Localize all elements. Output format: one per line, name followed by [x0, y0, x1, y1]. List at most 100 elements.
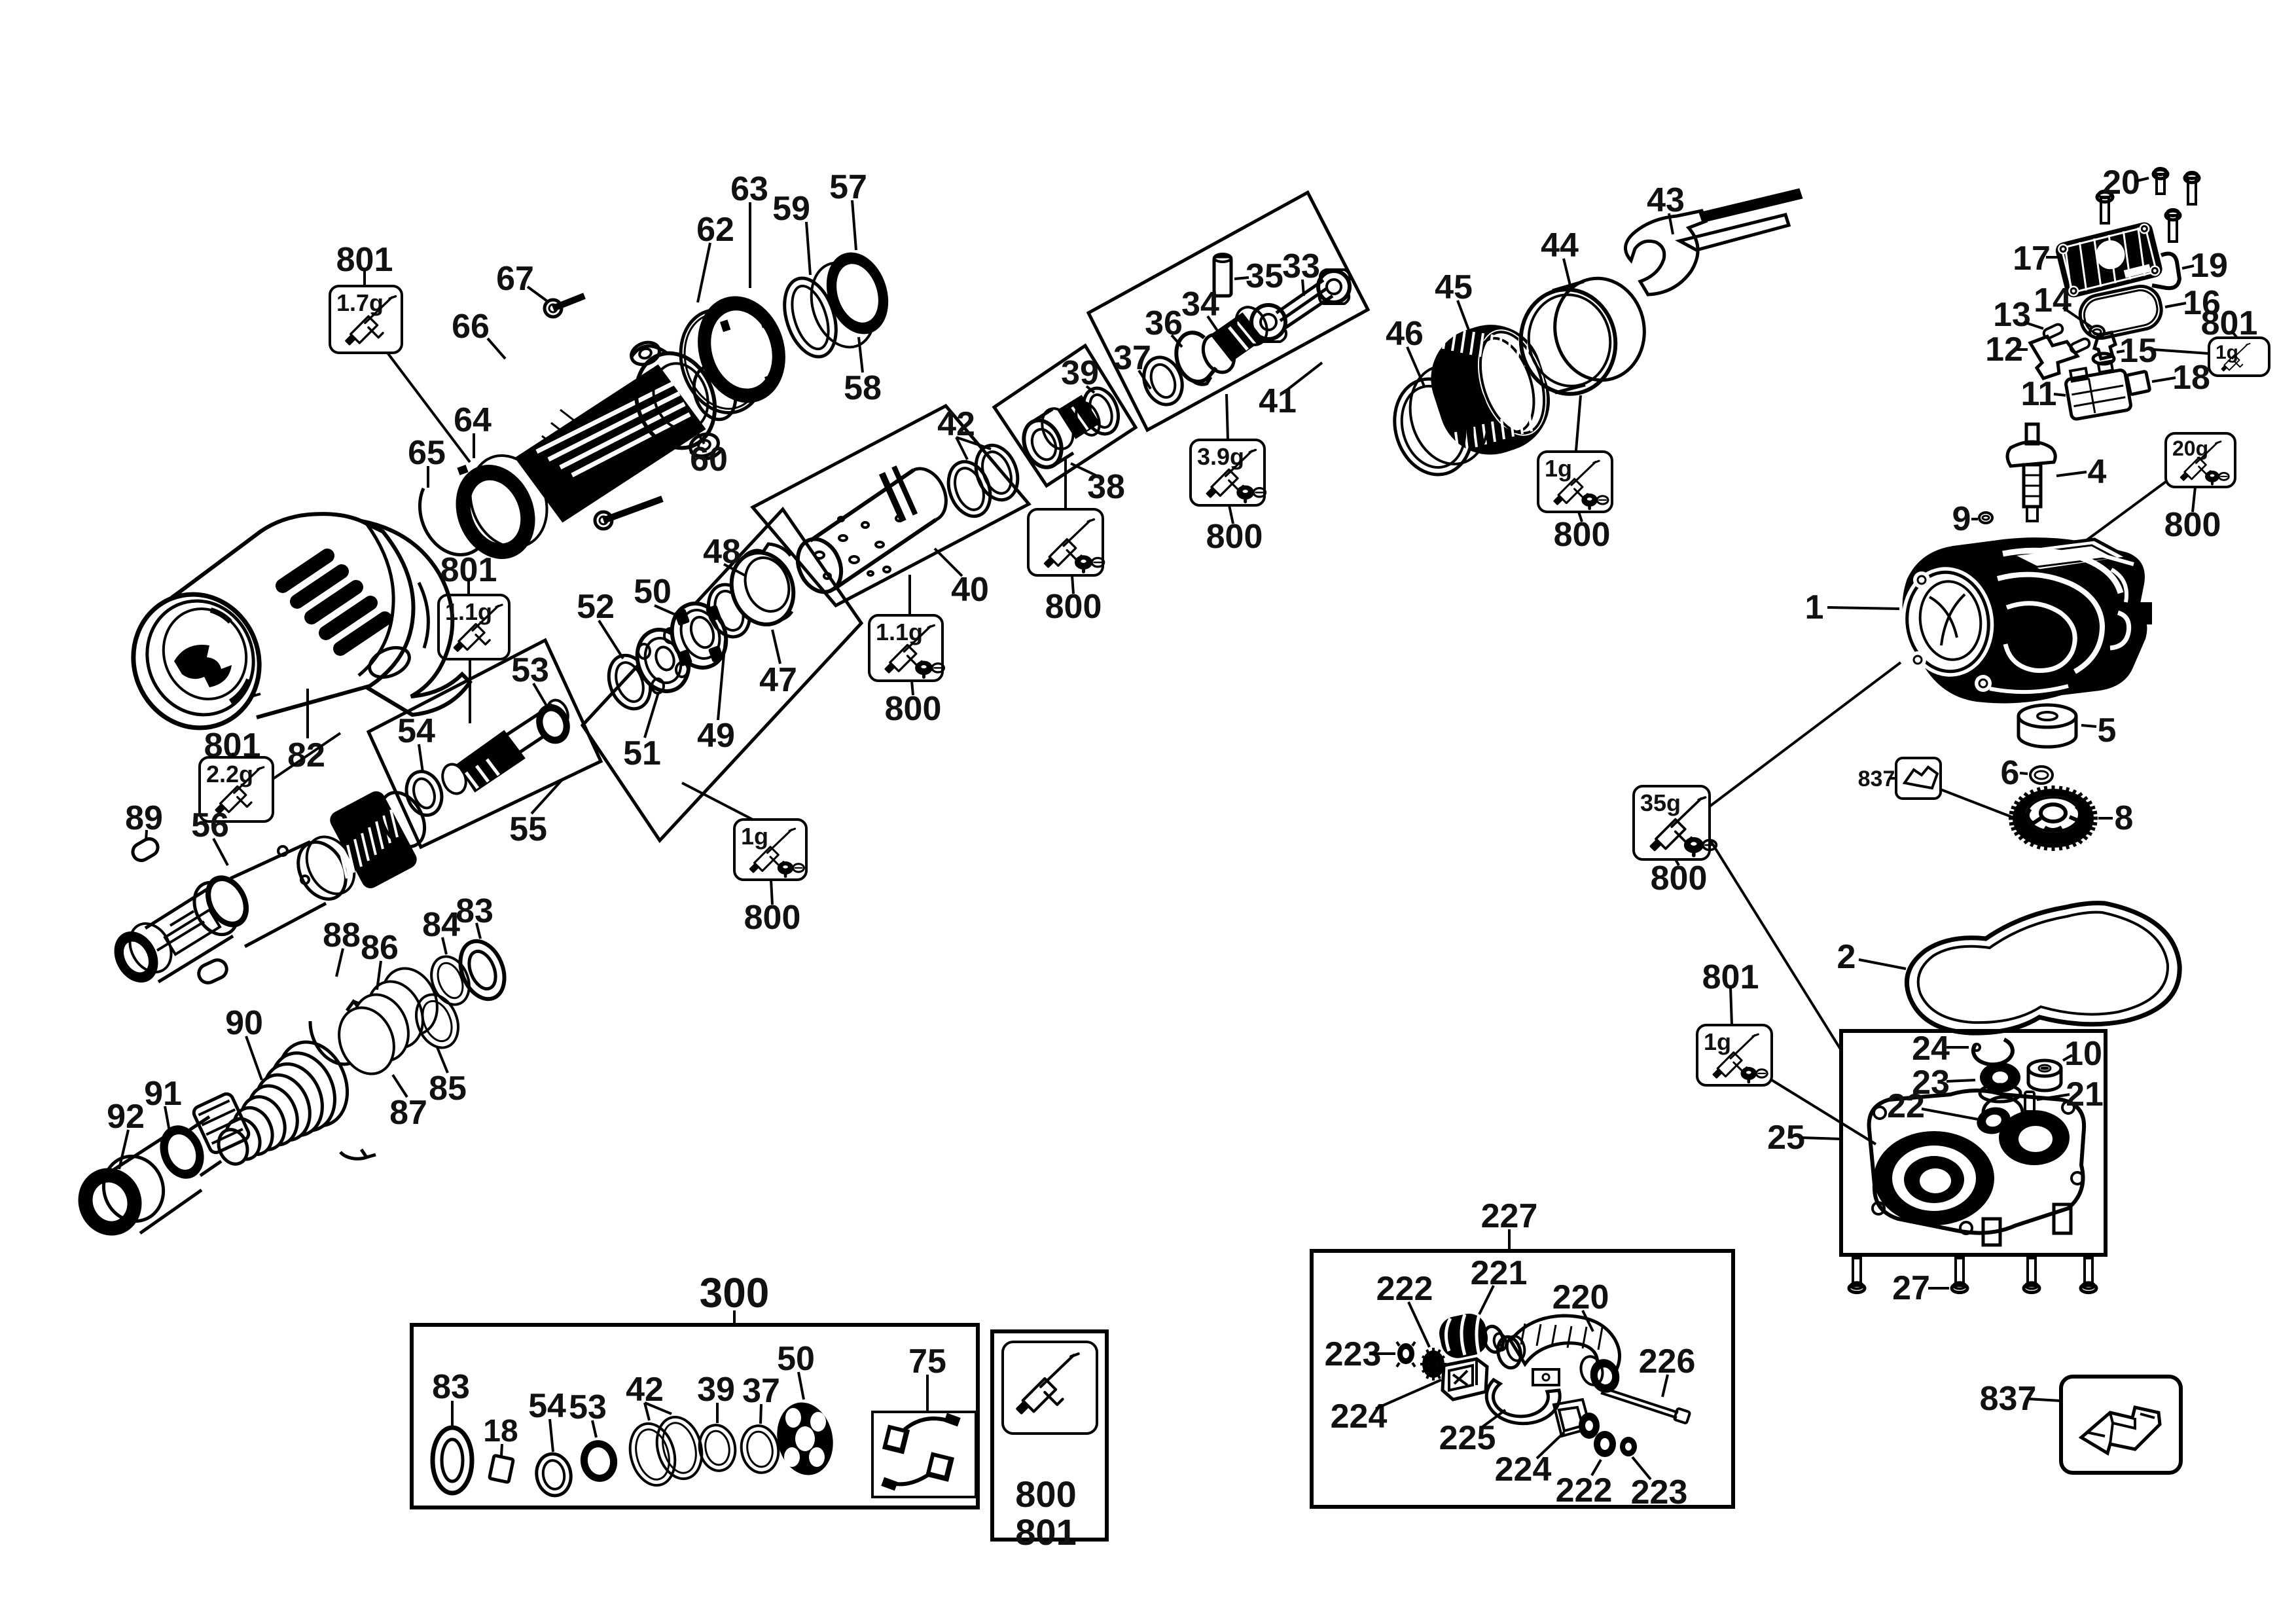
svg-text:42: 42	[937, 405, 975, 443]
svg-text:2.2g: 2.2g	[206, 761, 253, 787]
svg-text:64: 64	[454, 401, 492, 439]
svg-text:222: 222	[1556, 1471, 1613, 1509]
svg-text:1g: 1g	[1704, 1028, 1731, 1055]
svg-text:33: 33	[1282, 247, 1320, 285]
svg-text:54: 54	[528, 1387, 566, 1425]
svg-text:13: 13	[1993, 296, 2031, 334]
svg-text:20: 20	[2102, 164, 2140, 202]
svg-text:34: 34	[1181, 285, 1219, 323]
svg-text:87: 87	[389, 1094, 427, 1132]
svg-text:23: 23	[1912, 1064, 1950, 1102]
svg-text:800: 800	[1045, 588, 1102, 626]
svg-text:223: 223	[1631, 1473, 1688, 1511]
svg-text:53: 53	[511, 651, 549, 689]
svg-text:91: 91	[144, 1075, 182, 1113]
svg-text:90: 90	[225, 1004, 263, 1042]
svg-text:59: 59	[772, 190, 810, 228]
svg-text:801: 801	[204, 727, 261, 765]
svg-text:37: 37	[742, 1372, 780, 1410]
svg-text:800: 800	[1015, 1473, 1076, 1515]
svg-text:37: 37	[1113, 339, 1151, 377]
svg-text:24: 24	[1912, 1030, 1950, 1068]
svg-text:56: 56	[191, 806, 229, 844]
svg-text:801: 801	[1015, 1511, 1076, 1553]
svg-text:227: 227	[1481, 1197, 1538, 1235]
svg-text:67: 67	[496, 260, 534, 298]
svg-text:11: 11	[2021, 375, 2057, 413]
svg-text:50: 50	[634, 573, 672, 611]
svg-text:36: 36	[1145, 304, 1183, 342]
svg-text:1: 1	[1805, 588, 1824, 626]
svg-text:25: 25	[1767, 1119, 1805, 1157]
svg-text:46: 46	[1386, 315, 1424, 353]
svg-text:801: 801	[2201, 304, 2258, 342]
svg-text:837: 837	[1980, 1380, 2037, 1418]
svg-text:48: 48	[703, 533, 741, 571]
svg-text:58: 58	[844, 369, 882, 407]
svg-text:83: 83	[456, 892, 493, 930]
svg-text:85: 85	[429, 1070, 467, 1108]
svg-text:19: 19	[2190, 247, 2228, 285]
svg-text:800: 800	[1206, 518, 1263, 556]
svg-text:14: 14	[2034, 281, 2072, 319]
svg-text:50: 50	[777, 1340, 815, 1378]
svg-text:16: 16	[2183, 284, 2221, 322]
svg-text:66: 66	[452, 308, 490, 346]
svg-text:75: 75	[908, 1343, 946, 1380]
svg-text:21: 21	[2066, 1075, 2104, 1113]
svg-text:18: 18	[483, 1414, 518, 1449]
svg-text:39: 39	[697, 1371, 735, 1409]
svg-text:800: 800	[744, 899, 801, 937]
svg-text:220: 220	[1552, 1278, 1609, 1316]
svg-text:35: 35	[1246, 257, 1283, 295]
svg-text:1g: 1g	[1545, 455, 1572, 482]
svg-text:22: 22	[1887, 1087, 1925, 1125]
svg-text:1g: 1g	[741, 823, 768, 850]
svg-text:222: 222	[1376, 1270, 1433, 1308]
svg-text:224: 224	[1495, 1451, 1552, 1489]
svg-text:35g: 35g	[1640, 789, 1681, 816]
svg-text:800: 800	[1651, 859, 1708, 897]
svg-text:39: 39	[1061, 354, 1099, 392]
svg-text:54: 54	[397, 712, 435, 750]
svg-text:6: 6	[2001, 754, 2020, 792]
svg-text:60: 60	[690, 441, 728, 478]
svg-text:18: 18	[2172, 359, 2210, 397]
svg-text:47: 47	[759, 661, 797, 699]
svg-text:62: 62	[696, 211, 734, 249]
svg-text:226: 226	[1639, 1343, 1696, 1380]
svg-text:1g: 1g	[2215, 342, 2238, 363]
svg-text:42: 42	[626, 1371, 664, 1409]
svg-text:837: 837	[1858, 767, 1895, 791]
svg-text:2: 2	[1837, 938, 1856, 976]
svg-text:27: 27	[1892, 1269, 1930, 1307]
svg-text:49: 49	[697, 717, 735, 755]
svg-text:63: 63	[730, 170, 768, 208]
svg-text:800: 800	[885, 690, 942, 728]
svg-text:45: 45	[1435, 268, 1473, 306]
svg-text:53: 53	[569, 1388, 607, 1426]
svg-text:4: 4	[2088, 453, 2107, 491]
svg-text:51: 51	[623, 734, 661, 772]
svg-text:44: 44	[1541, 226, 1579, 264]
svg-text:86: 86	[361, 929, 399, 967]
svg-text:52: 52	[577, 588, 615, 626]
svg-text:8: 8	[2115, 799, 2134, 837]
svg-text:9: 9	[1952, 500, 1971, 538]
svg-text:300: 300	[700, 1269, 770, 1316]
svg-text:55: 55	[509, 810, 547, 848]
svg-text:224: 224	[1331, 1398, 1388, 1435]
svg-text:65: 65	[408, 434, 446, 472]
svg-text:10: 10	[2064, 1035, 2102, 1073]
svg-text:57: 57	[829, 168, 867, 206]
svg-text:5: 5	[2098, 712, 2117, 749]
svg-text:17: 17	[2013, 240, 2051, 278]
svg-text:15: 15	[2119, 332, 2157, 370]
svg-text:800: 800	[2164, 506, 2221, 544]
svg-text:88: 88	[323, 916, 361, 954]
svg-text:89: 89	[125, 799, 163, 837]
svg-text:84: 84	[422, 906, 460, 944]
svg-text:800: 800	[1554, 516, 1611, 554]
svg-text:221: 221	[1471, 1254, 1528, 1292]
svg-text:43: 43	[1647, 181, 1685, 219]
